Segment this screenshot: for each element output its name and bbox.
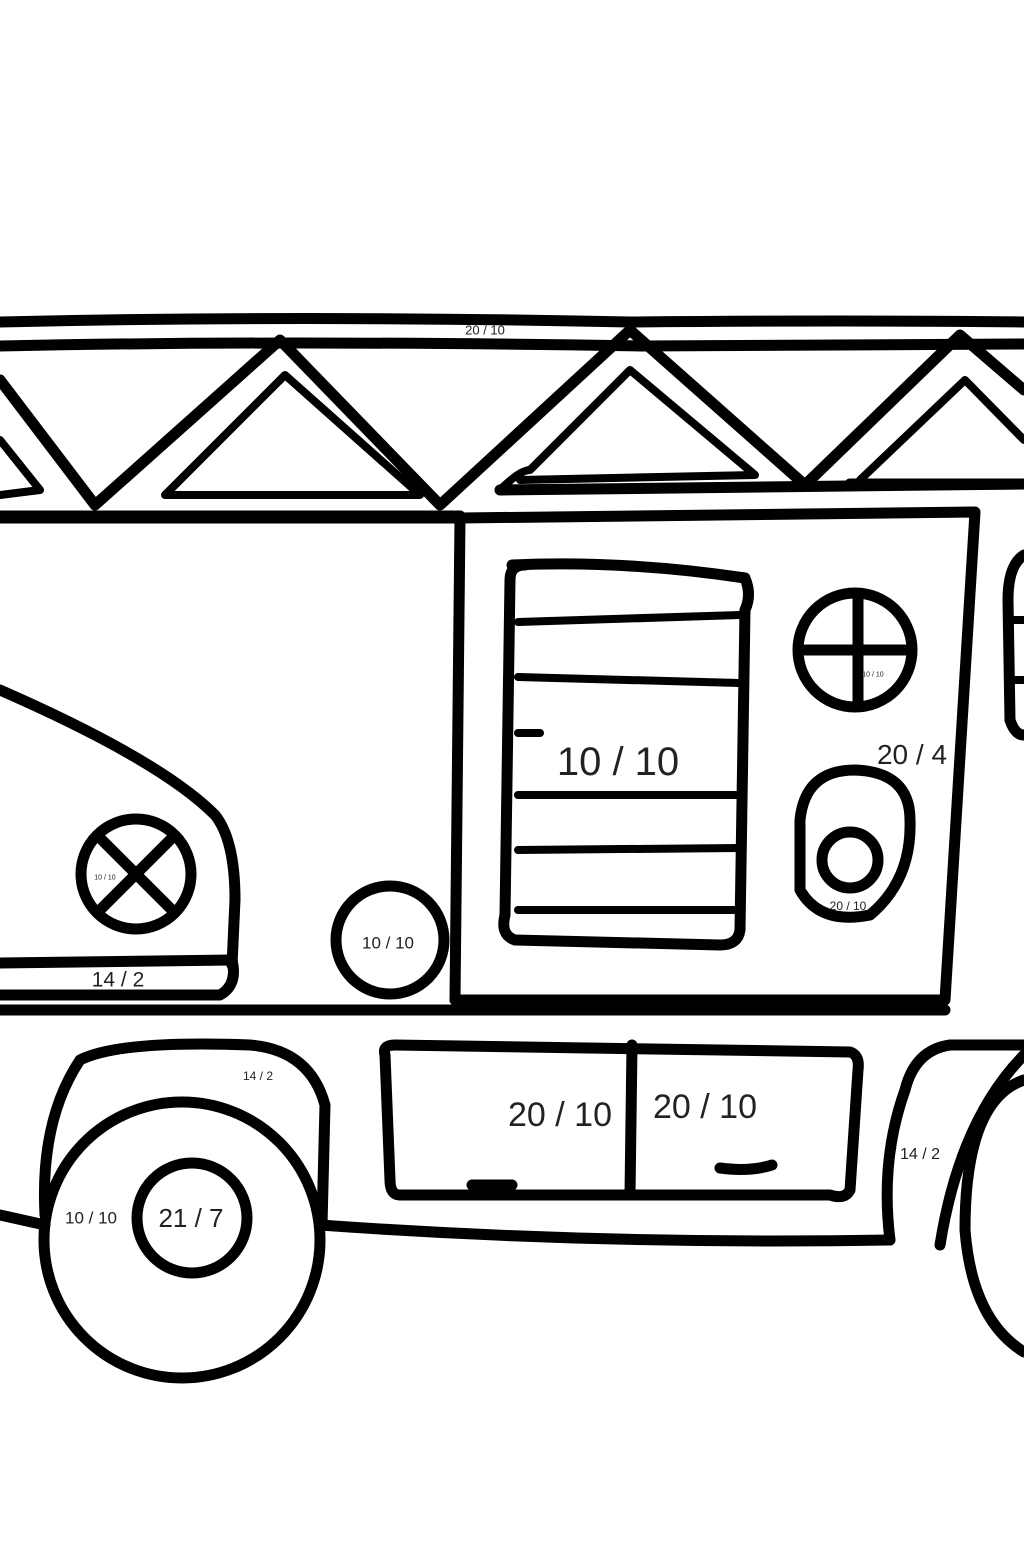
- ladder: [0, 313, 1024, 522]
- label-front-tire: 10 / 10: [65, 1208, 117, 1228]
- label-front-fender: 14 / 2: [242, 1069, 274, 1083]
- cab: [0, 512, 466, 1006]
- front-hub: [131, 1157, 253, 1279]
- label-target-round: 20 / 10: [829, 899, 867, 913]
- label-bumper-strip: 14 / 2: [91, 968, 145, 992]
- label-grille: 10 / 10: [94, 874, 116, 882]
- label-cab-headlight: 10 / 10: [362, 933, 414, 953]
- label-rear-fender: 14 / 2: [899, 1146, 941, 1163]
- label-front-hub: 21 / 7: [158, 1203, 224, 1233]
- label-locker-left: 20 / 10: [508, 1096, 612, 1134]
- label-crosshair-round: 10 / 10: [862, 671, 884, 679]
- label-locker-right: 20 / 10: [653, 1088, 757, 1126]
- body-panel: [449, 506, 1024, 1006]
- wheels: [38, 1074, 1024, 1384]
- label-cab-panel: 20 / 4: [876, 739, 948, 770]
- label-front-window: 10 / 10: [556, 740, 680, 784]
- front-tire: [38, 1096, 326, 1384]
- chassis: [0, 1004, 1024, 1251]
- label-ladder-top: 20 / 10: [465, 322, 505, 338]
